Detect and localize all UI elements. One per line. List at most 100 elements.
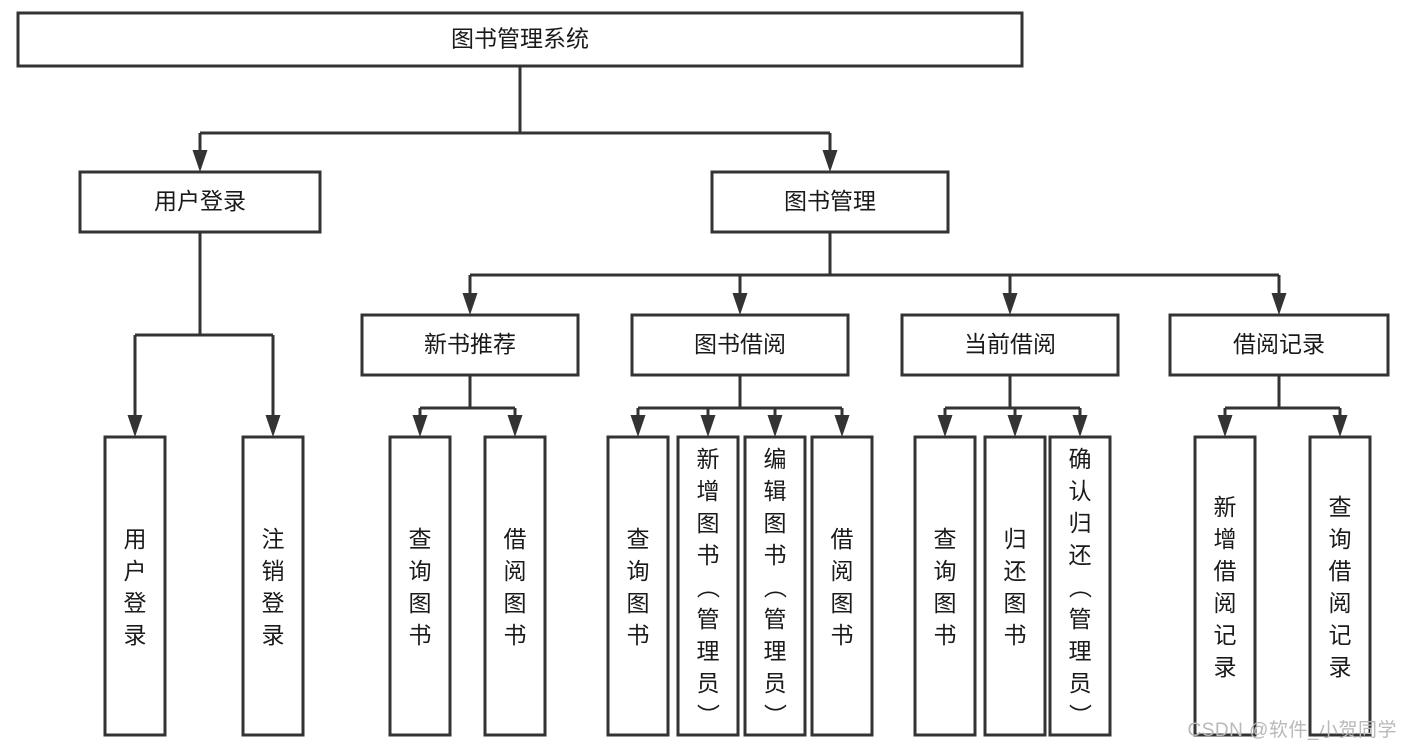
node-label-char: 管 [1069,606,1092,632]
node-label-char: 询 [627,558,650,584]
node-label-char: 查 [409,526,432,552]
node-label-char: 新 [697,446,720,472]
node-label-char: 理 [764,638,787,664]
node-label-char: 查 [627,526,650,552]
node-label-char: 查 [934,526,957,552]
node-label-char: ） [1067,703,1093,726]
node-label-char: 图 [1004,590,1027,616]
node-label-char: 归 [1004,526,1027,552]
node-label-char: 录 [124,622,147,648]
node-label-char: （ [695,575,721,598]
node-leaf-user-login[interactable]: 用户登录 [103,435,167,737]
node-label-char: 注 [262,526,285,552]
node-label-char: 登 [262,590,285,616]
node-book-manage[interactable]: 图书管理 [710,170,950,234]
node-label-char: 书 [934,622,957,648]
node-label-char: 借 [831,526,854,552]
node-label-char: 理 [1069,638,1092,664]
node-label-char: （ [1067,575,1093,598]
node-label: 当前借阅 [964,331,1056,357]
node-label-char: 增 [697,478,720,504]
node-label: 图书管理 [784,188,876,214]
node-label-char: 管 [697,606,720,632]
node-label-char: 还 [1069,542,1092,568]
node-label-char: 阅 [831,558,854,584]
node-label-char: 录 [1329,654,1352,680]
node-label-char: 确 [1069,446,1092,472]
node-user-login[interactable]: 用户登录 [78,170,322,234]
node-current-borrow[interactable]: 当前借阅 [900,313,1120,377]
node-label-char: 借 [1329,558,1352,584]
node-label-char: 新 [1214,494,1237,520]
node-label-char: 借 [1214,558,1237,584]
node-label-char: 员 [1069,670,1092,696]
node-label-char: （ [762,575,788,598]
node-label-char: 归 [1069,510,1092,536]
node-label-char: 员 [764,670,787,696]
node-label-char: 认 [1069,478,1092,504]
node-book-borrow[interactable]: 图书借阅 [630,313,850,377]
node-label-char: 图 [831,590,854,616]
node-label-char: 书 [697,542,720,568]
node-root[interactable]: 图书管理系统 [16,11,1024,68]
node-label-char: 户 [124,558,147,584]
node-label-char: 图 [504,590,527,616]
node-label: 新书推荐 [424,331,516,357]
node-label-char: 增 [1214,526,1237,552]
node-label-char: 编 [764,446,787,472]
node-label-char: 图 [409,590,432,616]
edge-group-current_borrow [937,375,1088,437]
node-borrow-record[interactable]: 借阅记录 [1168,313,1390,377]
node-label-char: ） [695,703,721,726]
node-label-char: 管 [764,606,787,632]
node-label-char: 图 [697,510,720,536]
node-label-char: 用 [124,526,147,552]
node-label-char: 询 [934,558,957,584]
node-label-char: 阅 [1329,590,1352,616]
node-label-char: 录 [1214,654,1237,680]
node-label-char: 理 [697,638,720,664]
node-label-char: 记 [1214,622,1237,648]
edge-group-borrow_record [1217,375,1348,437]
node-label-char: 书 [627,622,650,648]
edge-group-book_borrow [630,375,850,437]
csdn-watermark: CSDN @软件_小贺同学 [1187,720,1397,741]
node-label-char: 图 [627,590,650,616]
node-label-char: 录 [262,622,285,648]
node-label-char: 借 [504,526,527,552]
node-label: 图书借阅 [694,331,786,357]
node-label-char: 查 [1329,494,1352,520]
node-label-char: 书 [504,622,527,648]
nodes-layer: 图书管理系统用户登录图书管理新书推荐图书借阅当前借阅借阅记录用户登录注销登录查询… [16,11,1390,737]
node-label-char: 销 [262,558,285,584]
node-label-char: ） [762,703,788,726]
node-label: 图书管理系统 [451,26,589,52]
node-label-char: 书 [764,542,787,568]
edge-group-new_book_rec [412,375,523,437]
node-label-char: 辑 [764,478,787,504]
node-label-char: 书 [831,622,854,648]
edge-group-root [192,66,838,172]
node-label-char: 还 [1004,558,1027,584]
edge-group-user_login [127,232,281,437]
node-label-char: 记 [1329,622,1352,648]
node-label-char: 员 [697,670,720,696]
node-label: 借阅记录 [1233,331,1325,357]
node-label-char: 阅 [1214,590,1237,616]
edge-group-book_manage [462,232,1287,315]
node-new-book-rec[interactable]: 新书推荐 [360,313,580,377]
